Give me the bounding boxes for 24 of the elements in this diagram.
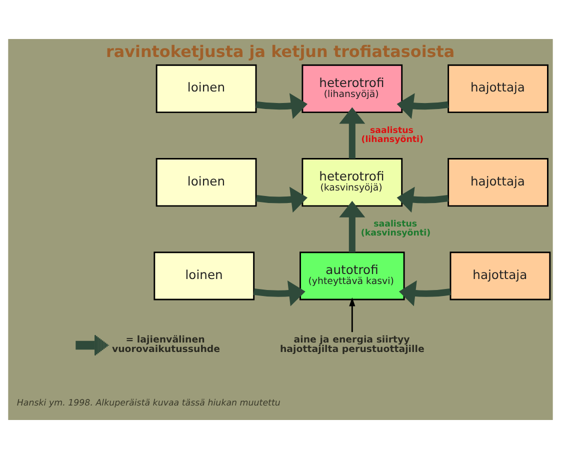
- node-box: loinen: [156, 158, 257, 207]
- arrow: [349, 298, 356, 332]
- caption: Hanski ym. 1998. Alkuperäistä kuvaa tässä hiukan muutettu: [16, 398, 280, 409]
- node-box: loinen: [156, 64, 257, 114]
- arrow: [253, 280, 306, 306]
- diagram-title: ravintoketjusta ja ketjun trofiatasoista: [106, 42, 455, 61]
- node-text: aine ja energia siirtyy hajottajilta perustuottajille: [280, 334, 424, 356]
- node-box: hajottaja: [448, 158, 548, 207]
- node-box: heterotrofi (lihansyöjä): [302, 64, 403, 114]
- node-box: hajottaja: [448, 64, 548, 114]
- edge-label: saalistus (kasvinsyönti): [360, 220, 431, 238]
- legend-label: = lajienvälinen vuorovaikutussuhde: [112, 334, 220, 356]
- arrow: [398, 280, 451, 306]
- arrow: [396, 186, 449, 213]
- edge-label: saalistus (lihansyönti): [361, 126, 424, 145]
- arrow: [339, 200, 366, 252]
- node-box: heterotrofi (kasvinsyöjä): [302, 158, 403, 207]
- arrow: [339, 107, 366, 159]
- node-box: hajottaja: [450, 252, 551, 300]
- node-box: autotrofi (yhteyttävä kasvi): [300, 252, 405, 300]
- arrow: [396, 93, 449, 119]
- node-box: loinen: [154, 252, 255, 300]
- arrow: [256, 93, 308, 119]
- arrow: [256, 186, 308, 213]
